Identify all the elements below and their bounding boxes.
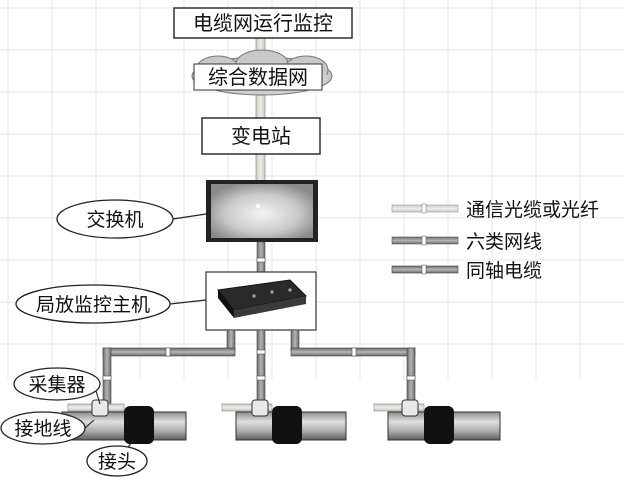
host-device-icon [205, 271, 317, 331]
cable-pipe-middle [221, 399, 347, 444]
switch-device-icon [206, 180, 318, 242]
coax-cable-network [102, 257, 416, 407]
collector-callout [13, 367, 101, 401]
joint-label: 接头 [98, 451, 136, 473]
joint-callout [86, 445, 148, 477]
substation-label: 变电站 [231, 124, 291, 148]
legend: 通信光缆或光纤 六类网线 同轴电缆 [391, 199, 599, 282]
ground-wire-label: 接地线 [14, 418, 71, 440]
cat6-cable-switch-host [256, 241, 266, 273]
legend-coax-label: 同轴电缆 [466, 260, 542, 282]
substation-box [201, 117, 321, 155]
host-label: 局放监控主机 [36, 294, 150, 316]
top-monitor-box [173, 7, 353, 39]
collector-label: 采集器 [28, 374, 85, 396]
data-network-label: 综合数据网 [208, 65, 308, 89]
data-network-cloud [191, 49, 333, 96]
legend-fiber-label: 通信光缆或光纤 [466, 199, 599, 221]
legend-cat6-label: 六类网线 [466, 231, 542, 253]
switch-label: 交换机 [86, 209, 143, 231]
cable-pipe-right [373, 399, 501, 444]
top-monitor-label: 电缆网运行监控 [193, 11, 333, 35]
